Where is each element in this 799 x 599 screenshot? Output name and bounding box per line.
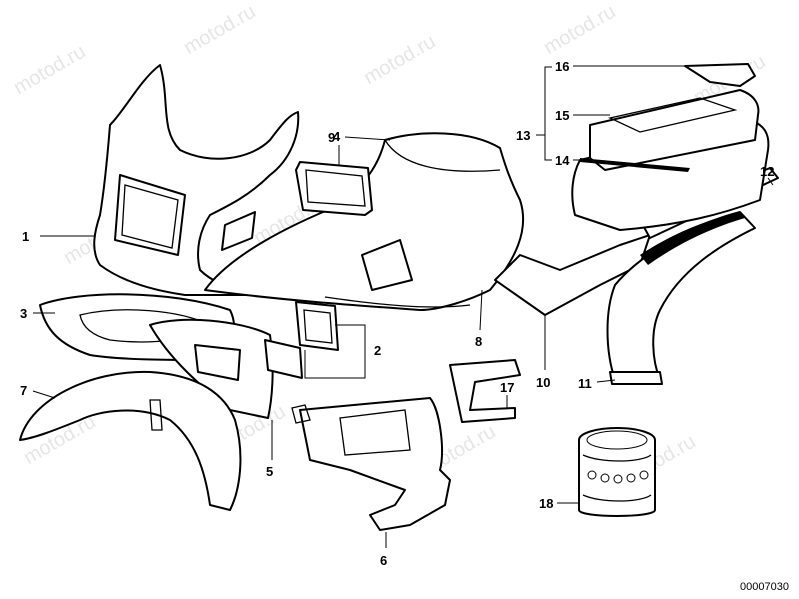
inner-fairing-part [149, 318, 274, 419]
leader-7 [32, 390, 56, 399]
leader-2 [304, 324, 366, 379]
callout-6: 6 [380, 553, 387, 568]
top-case-part [571, 63, 770, 231]
lower-fairing-part [291, 397, 451, 531]
callout-13: 13 [516, 128, 530, 143]
leader-lines [32, 65, 774, 548]
callout-5: 5 [266, 464, 273, 479]
seal-trim-part [449, 359, 521, 423]
paint-can-part [578, 427, 656, 517]
callout-4: 4 [333, 129, 341, 144]
callout-15: 15 [555, 108, 569, 123]
leader-13 [544, 66, 552, 161]
callout-labels: 1 2 3 4 5 6 7 8 9 10 11 12 13 14 15 16 1… [20, 59, 774, 568]
catalog-number: 00007030 [740, 581, 789, 593]
trim-pieces-part [264, 301, 339, 379]
leader-8 [479, 289, 483, 331]
leader-9 [344, 136, 391, 141]
callout-12: 12 [760, 164, 774, 179]
leader-12 [767, 177, 774, 186]
callout-18: 18 [539, 496, 553, 511]
callout-14: 14 [555, 153, 570, 168]
callout-3: 3 [20, 306, 27, 321]
center-cover-part [204, 132, 525, 311]
callout-7: 7 [20, 383, 27, 398]
front-mudguard-part [19, 370, 242, 511]
callout-2: 2 [374, 343, 381, 358]
callout-1: 1 [22, 229, 29, 244]
fairing-part [93, 64, 300, 296]
callout-11: 11 [578, 376, 592, 391]
callout-10: 10 [536, 375, 550, 390]
leader-11 [596, 379, 616, 383]
callout-17: 17 [500, 380, 514, 395]
callout-16: 16 [555, 59, 569, 74]
callout-9: 9 [328, 130, 335, 145]
callout-8: 8 [475, 334, 482, 349]
vent-panel-part [295, 161, 373, 216]
rear-mudguard-part [606, 211, 756, 385]
